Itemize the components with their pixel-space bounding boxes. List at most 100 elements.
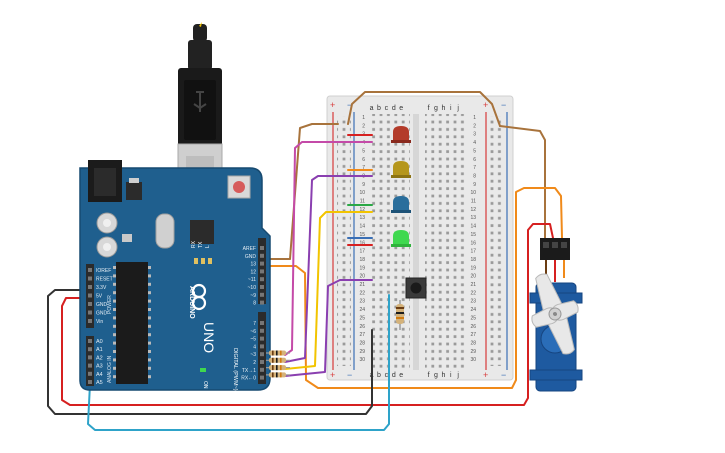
- left-rail-plus-label-bottom: +: [330, 370, 335, 380]
- wire-purple[interactable]: [284, 175, 373, 363]
- wire-yellow[interactable]: [284, 211, 373, 370]
- power-pin[interactable]: [88, 310, 92, 315]
- column-label-i: i: [450, 105, 452, 112]
- analog-pin[interactable]: [88, 347, 92, 352]
- row-number-28-right: 28: [470, 340, 476, 346]
- power-pin[interactable]: [88, 285, 92, 289]
- row-number-20-right: 20: [470, 274, 476, 280]
- analog-pin[interactable]: [88, 363, 92, 368]
- digital-pin-label: 7: [253, 321, 256, 327]
- crystal-oscillator: [155, 213, 175, 249]
- wire-purple-switch[interactable]: [284, 279, 373, 377]
- row-number-17-right: 17: [470, 249, 476, 255]
- led-blue[interactable]: [391, 196, 411, 213]
- digital-pin[interactable]: [260, 328, 264, 333]
- arduino-brand: ARDUINO: [188, 286, 195, 319]
- terminal-strip-right: [425, 114, 467, 370]
- row-number-11-right: 11: [471, 199, 476, 205]
- digital-pin[interactable]: [260, 292, 264, 297]
- analog-pin[interactable]: [88, 339, 92, 343]
- column-label-c: c: [385, 105, 389, 112]
- column-label-i-bottom: i: [450, 372, 452, 379]
- power-pin-label: GND: [96, 311, 108, 317]
- column-label-h-bottom: h: [441, 372, 445, 379]
- row-number-1-right: 1: [473, 115, 476, 121]
- wire-black-gnd[interactable]: [47, 289, 373, 415]
- power-pin-label: 3.3V: [96, 285, 107, 291]
- digital-pin[interactable]: [260, 367, 264, 372]
- digital-pin-label: ~5: [250, 337, 256, 343]
- breadboard-row-numbers-right: 1234567891011121314151617181920212223242…: [470, 115, 476, 363]
- wire-red-5v[interactable]: [61, 223, 554, 406]
- row-number-14: 14: [359, 224, 365, 230]
- digital-pin[interactable]: [260, 352, 264, 357]
- digital-pin[interactable]: [260, 246, 264, 250]
- digital-pin-label: ~10: [248, 285, 257, 291]
- power-pin-label: GND: [96, 302, 108, 308]
- analog-pin-label: A5: [96, 380, 103, 386]
- row-number-9-right: 9: [473, 182, 476, 188]
- column-label-g: g: [434, 105, 438, 112]
- digital-pin[interactable]: [260, 253, 264, 258]
- led-yellow[interactable]: [391, 161, 411, 178]
- analog-pin[interactable]: [88, 371, 92, 376]
- digital-pin[interactable]: [260, 277, 264, 282]
- power-pin[interactable]: [88, 302, 92, 306]
- wire-magenta[interactable]: [284, 141, 373, 356]
- digital-pin-label: 13: [250, 262, 256, 268]
- digital-pin[interactable]: [260, 375, 264, 380]
- analog-pin[interactable]: [88, 355, 92, 360]
- pushbutton[interactable]: [405, 277, 427, 299]
- analog-pin[interactable]: [88, 380, 92, 384]
- digital-pin[interactable]: [260, 300, 264, 305]
- status-led-rx: [194, 258, 198, 264]
- column-label-f: f: [428, 105, 430, 112]
- power-pin[interactable]: [88, 319, 92, 323]
- resistor-array[interactable]: [266, 350, 290, 378]
- power-pin[interactable]: [88, 268, 92, 272]
- digital-pin[interactable]: [260, 360, 264, 364]
- digital-pin-label: ~6: [250, 329, 256, 335]
- digital-pin[interactable]: [260, 321, 264, 325]
- row-number-24: 24: [359, 307, 365, 313]
- wire-brown-top-bridge[interactable]: [347, 91, 501, 127]
- row-number-28: 28: [359, 340, 365, 346]
- row-number-11: 11: [360, 199, 365, 205]
- row-number-15: 15: [359, 232, 365, 238]
- led-green[interactable]: [391, 230, 411, 247]
- analog-title: ANALOG IN: [107, 355, 113, 383]
- reset-button-icon[interactable]: [227, 175, 251, 199]
- digital-pin[interactable]: [260, 269, 264, 274]
- row-number-14-right: 14: [470, 224, 476, 230]
- servo-motor[interactable]: [518, 238, 592, 392]
- led-red[interactable]: [391, 126, 411, 143]
- row-number-30: 30: [359, 357, 365, 363]
- analog-pin-label: A0: [96, 339, 103, 345]
- wire-brown-gnd[interactable]: [255, 123, 339, 260]
- digital-pin-label: GND: [245, 254, 257, 260]
- row-number-30-right: 30: [470, 357, 476, 363]
- row-number-4-right: 4: [473, 140, 476, 146]
- power-pin[interactable]: [88, 276, 92, 281]
- digital-pin[interactable]: [260, 285, 264, 289]
- on-label: ON: [202, 381, 208, 389]
- digital-pin-label: AREF: [243, 246, 256, 252]
- digital-pin-label: RX←0: [241, 376, 256, 382]
- row-number-25: 25: [359, 315, 365, 321]
- digital-pin-label: 8: [253, 301, 256, 307]
- wire-orange-pin13[interactable]: [255, 187, 563, 389]
- column-label-c-bottom: c: [385, 372, 389, 379]
- digital-title: DIGITAL (PWM~): [232, 348, 238, 391]
- digital-pin-label: ~9: [250, 293, 256, 299]
- digital-pin[interactable]: [260, 261, 264, 266]
- power-pin-label: Vin: [96, 319, 103, 325]
- digital-pin[interactable]: [260, 336, 264, 341]
- resistor[interactable]: [396, 300, 404, 330]
- status-led-l: [208, 258, 212, 264]
- power-pin[interactable]: [88, 293, 92, 298]
- on-led: [200, 368, 206, 372]
- infinity-logo-icon: [191, 283, 207, 311]
- digital-pin[interactable]: [260, 344, 264, 349]
- row-number-18: 18: [359, 257, 365, 263]
